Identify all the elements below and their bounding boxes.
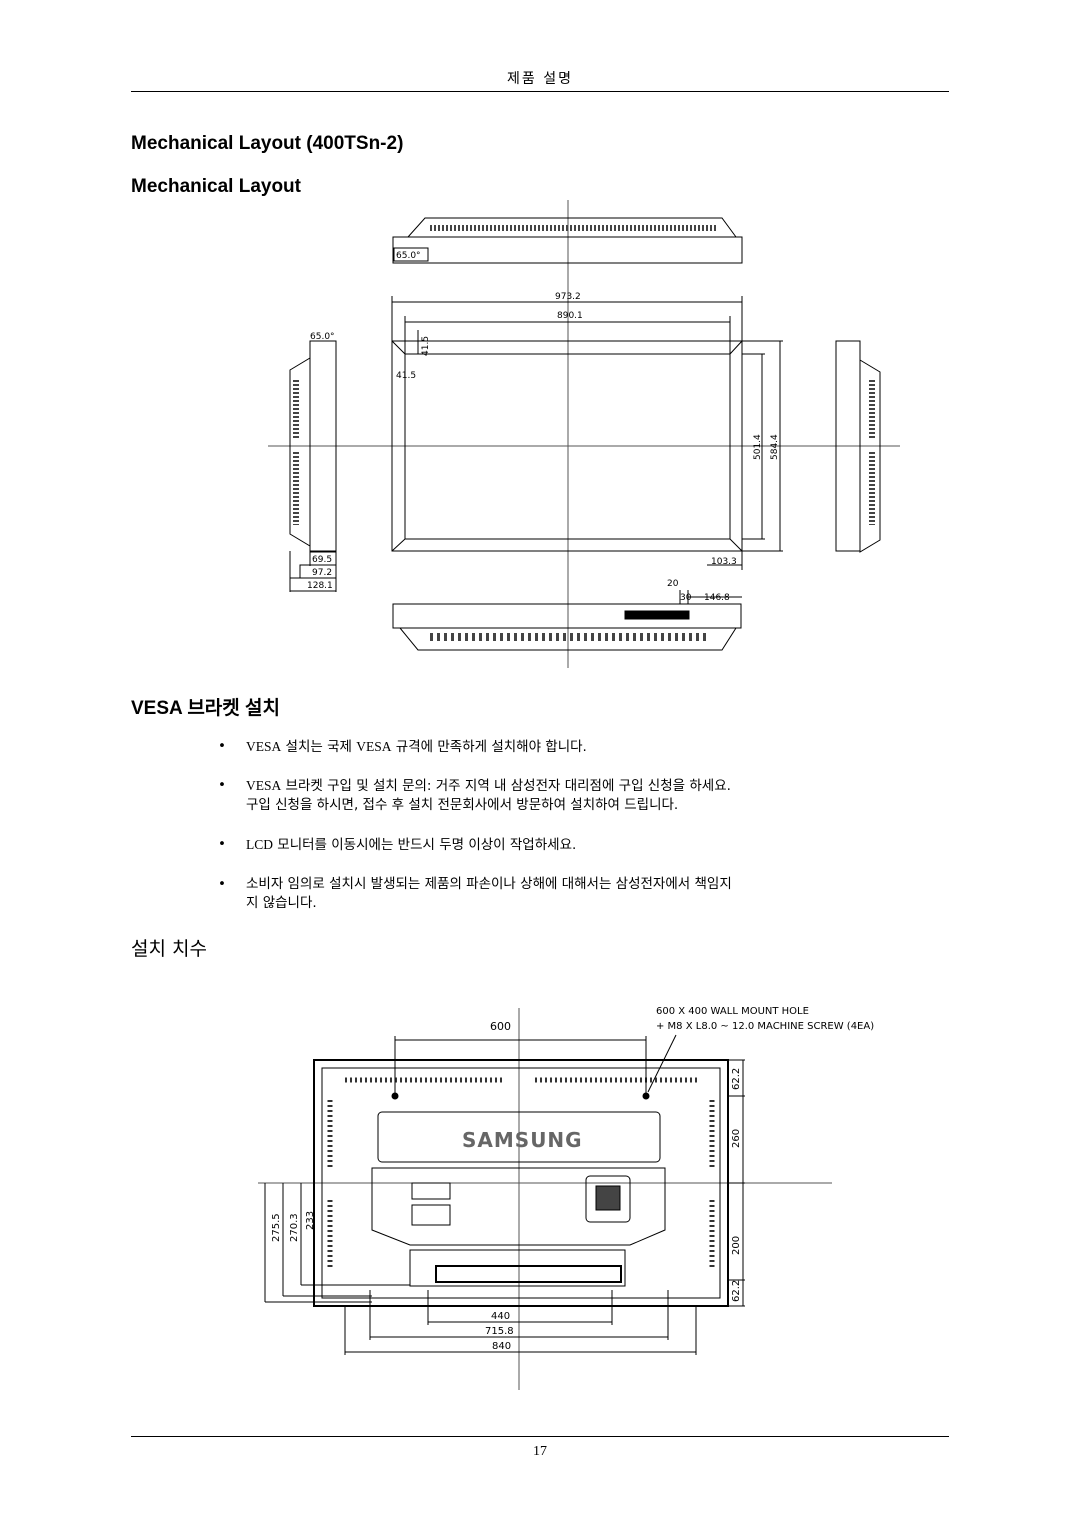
dim-right-3: 200 xyxy=(731,1236,742,1255)
dim-left-1: 275.5 xyxy=(271,1213,282,1242)
dim-right-1: 62.2 xyxy=(731,1068,742,1090)
dim-600: 600 xyxy=(490,1020,511,1033)
dim-bottom-2: 715.8 xyxy=(485,1326,514,1337)
dim-146: 146.8 xyxy=(704,593,730,603)
mount-note-line1: 600 X 400 WALL MOUNT HOLE xyxy=(656,1006,809,1017)
samsung-logo-text: SAMSUNG xyxy=(462,1128,583,1152)
dim-depth-1: 69.5 xyxy=(312,555,332,565)
dim-bezel-top: 41.5 xyxy=(421,336,431,356)
footer-rule xyxy=(131,1436,949,1437)
header-rule xyxy=(131,91,949,92)
mount-note-line2: + M8 X L8.0 ~ 12.0 MACHINE SCREW (4EA) xyxy=(656,1021,874,1032)
dim-angle-left: 65.0° xyxy=(310,332,335,342)
running-header: 제품 설명 xyxy=(507,71,573,87)
dim-bezel-left: 41.5 xyxy=(396,371,416,381)
dim-left-2: 270.3 xyxy=(289,1213,300,1242)
dim-width-inner: 890.1 xyxy=(557,311,583,321)
dim-right-2: 260 xyxy=(731,1129,742,1148)
dim-30: 30 xyxy=(680,593,692,603)
mechanical-layout-drawing: 65.0° 65.0° 973.2 890.1 41.5 41.5 501.4 … xyxy=(268,200,900,668)
dim-20: 20 xyxy=(667,579,679,589)
section-title: Mechanical Layout (400TSn-2) xyxy=(131,133,404,154)
dim-height-outer: 584.4 xyxy=(770,434,780,460)
page-number: 17 xyxy=(533,1444,547,1459)
dim-depth-2: 97.2 xyxy=(312,568,332,578)
dim-bottom-3: 840 xyxy=(492,1341,511,1352)
dim-width-outer: 973.2 xyxy=(555,292,581,302)
dim-angle-top: 65.0° xyxy=(396,251,421,261)
dim-bottom-right: 103.3 xyxy=(711,557,737,567)
dim-right-4: 62.2 xyxy=(731,1280,742,1302)
vesa-title: VESA 브라켓 설치 xyxy=(131,698,280,719)
wall-mount-drawing: 600 X 400 WALL MOUNT HOLE + M8 X L8.0 ~ … xyxy=(258,1006,874,1390)
install-dimensions-title: 설치 치수 xyxy=(131,938,207,960)
section-subtitle: Mechanical Layout xyxy=(131,176,301,197)
dim-height-inner: 501.4 xyxy=(753,434,763,460)
dim-bottom-1: 440 xyxy=(491,1311,510,1322)
dim-left-3: 233 xyxy=(305,1211,316,1230)
dim-depth-3: 128.1 xyxy=(307,581,333,591)
